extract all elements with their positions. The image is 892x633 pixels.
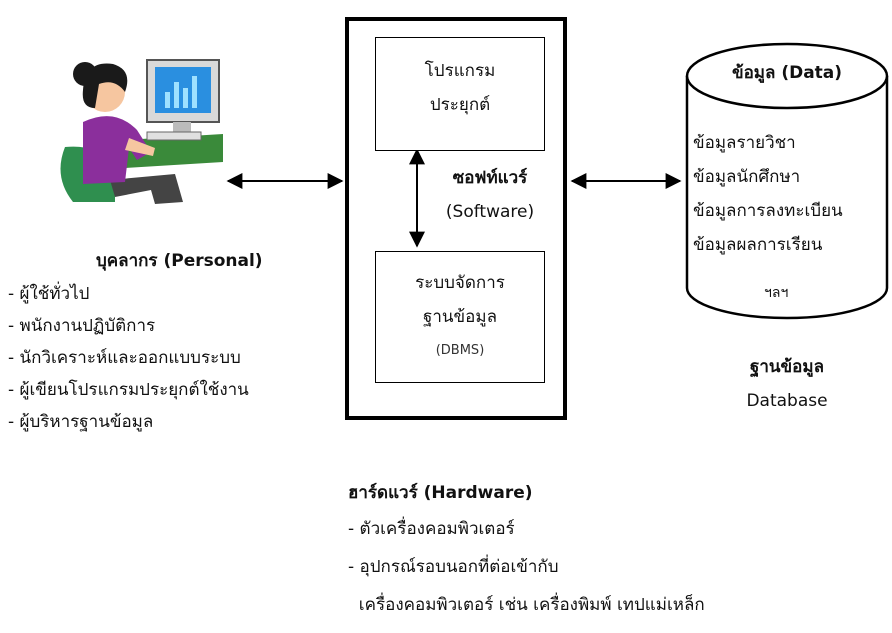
app-line-2: ประยุกต์	[429, 95, 491, 115]
hardware-section: ฮาร์ดแวร์ (Hardware) - ตัวเครื่องคอมพิวเ…	[348, 476, 705, 624]
personnel-title: บุคลากร (Personal)	[96, 251, 263, 271]
hardware-item: - ตัวเครื่องคอมพิวเตอร์	[348, 519, 515, 539]
software-box: โปรแกรม ประยุกต์ ซอฟท์แวร์ (Software) ระ…	[345, 17, 567, 420]
software-label-en: (Software)	[445, 202, 535, 222]
database-label-th: ฐานข้อมูล	[749, 357, 824, 377]
data-list: ข้อมูลรายวิชา ข้อมูลนักศึกษา ข้อมูลการลง…	[693, 126, 843, 262]
hardware-item: - อุปกรณ์รอบนอกที่ต่อเข้ากับ	[348, 557, 559, 577]
personnel-list: - ผู้ใช้ทั่วไป - พนักงานปฏิบัติการ - นัก…	[8, 278, 249, 438]
dbms-box: ระบบจัดการ ฐานข้อมูล (DBMS)	[375, 251, 545, 383]
app-line-1: โปรแกรม	[424, 61, 496, 81]
database-label-en: Database	[746, 391, 828, 411]
data-item: ข้อมูลผลการเรียน	[693, 235, 823, 255]
hardware-title: ฮาร์ดแวร์ (Hardware)	[348, 483, 533, 503]
database-cylinder-icon	[685, 42, 889, 320]
personnel-item: - ผู้ใช้ทั่วไป	[8, 284, 90, 304]
dbms-line-3: (DBMS)	[435, 343, 485, 358]
dbms-line-2: ฐานข้อมูล	[422, 307, 497, 327]
hardware-item: เครื่องคอมพิวเตอร์ เช่น เครื่องพิมพ์ เทป…	[348, 595, 705, 615]
data-title: ข้อมูล (Data)	[731, 63, 843, 83]
database-label: ฐานข้อมูล Database	[684, 350, 890, 418]
software-label: ซอฟท์แวร์ (Software)	[435, 161, 545, 229]
data-item: ข้อมูลนักศึกษา	[693, 167, 801, 187]
data-item: ข้อมูลรายวิชา	[693, 133, 796, 153]
data-etc: ฯลฯ	[764, 285, 789, 301]
user-at-computer-illustration	[60, 59, 223, 204]
data-item: ข้อมูลการลงทะเบียน	[693, 201, 843, 221]
dbms-line-1: ระบบจัดการ	[415, 273, 505, 293]
software-label-th: ซอฟท์แวร์	[452, 168, 528, 188]
application-program-box: โปรแกรม ประยุกต์	[375, 37, 545, 151]
personnel-item: - พนักงานปฏิบัติการ	[8, 316, 156, 336]
personnel-item: - ผู้เขียนโปรแกรมประยุกต์ใช้งาน	[8, 380, 249, 400]
personnel-item: - นักวิเคราะห์และออกแบบระบบ	[8, 348, 241, 368]
personnel-item: - ผู้บริหารฐานข้อมูล	[8, 412, 154, 432]
